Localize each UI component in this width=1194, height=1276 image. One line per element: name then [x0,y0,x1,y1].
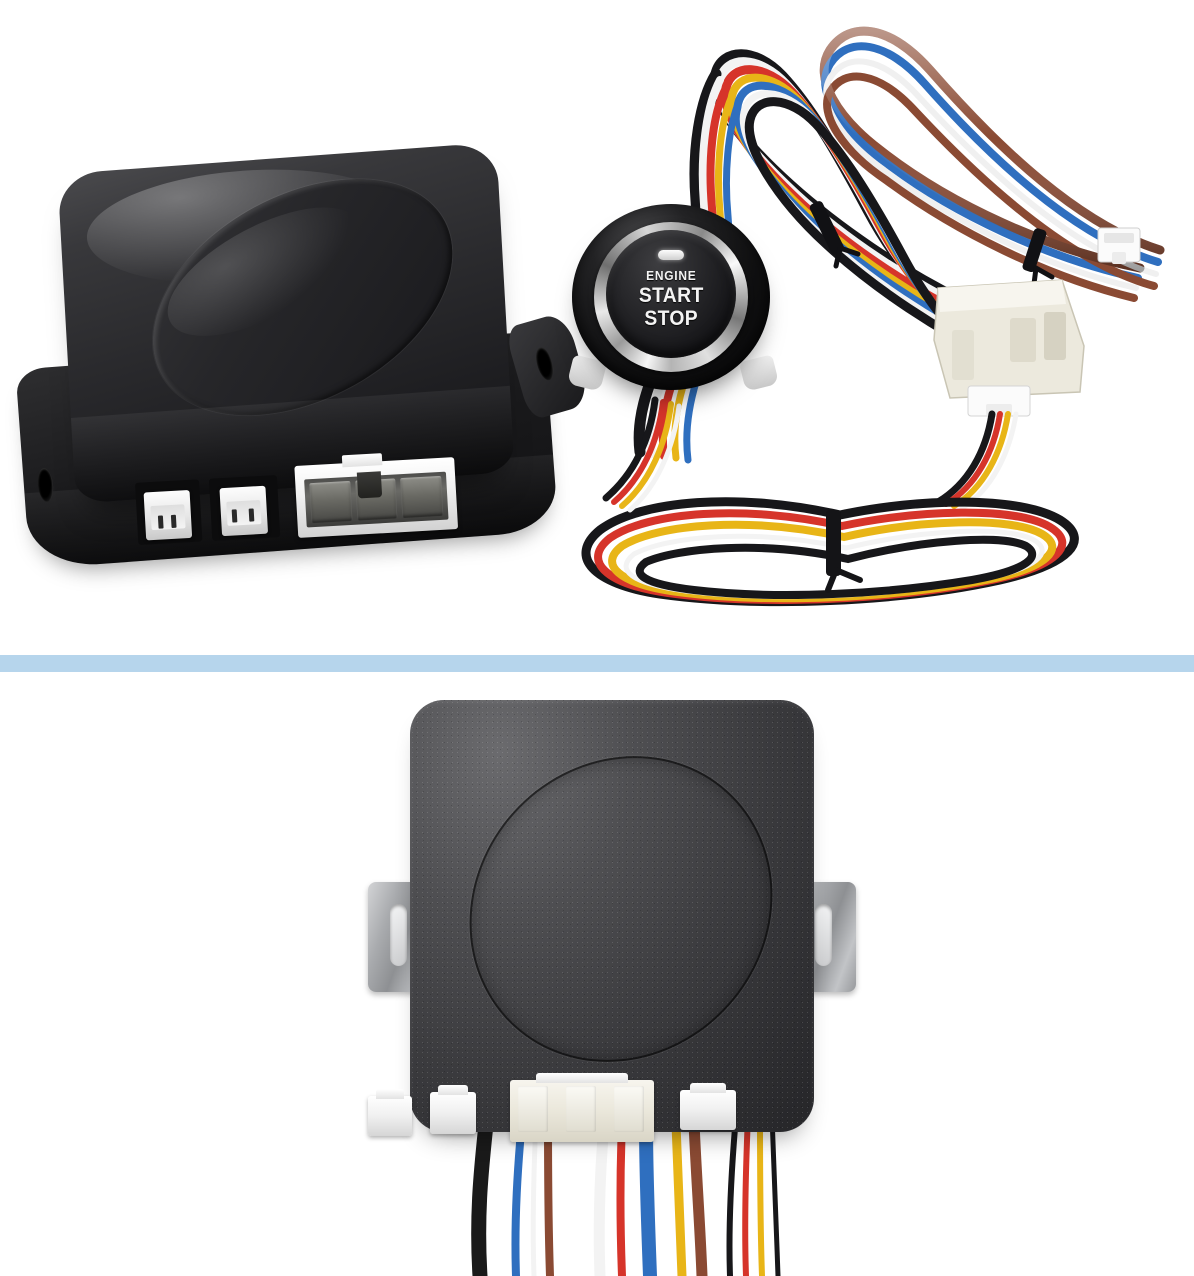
connector-main-ivory[interactable] [510,1073,654,1142]
connector-latch-icon [438,1085,468,1095]
control-module-top-view [362,692,862,1162]
module-oval-emboss [113,131,492,464]
pin-icon [231,509,238,523]
connector-ribbon[interactable] [680,1083,736,1130]
button-chrome-bezel: ENGINE START STOP [594,222,748,372]
button-label-start: START [638,284,704,308]
pin-icon [157,515,164,529]
connector-latch-icon [535,1073,629,1083]
button-outer-ring: ENGINE START STOP [572,204,770,390]
connector-latch-icon [690,1083,726,1093]
connector-ridge-icon [518,1086,548,1132]
connector-latch-icon [375,1089,405,1099]
button-clip-right [738,354,780,392]
pin-slot-icon [309,480,353,524]
button-label-engine: ENGINE [645,268,697,283]
connector-black[interactable] [368,1089,412,1136]
control-module [15,131,592,580]
port-small-2[interactable] [219,485,269,537]
module-housing-top [406,693,836,1132]
pin-icon [248,508,255,522]
mounting-hole-right [532,345,557,383]
port-large[interactable] [294,453,459,538]
bracket-slot-icon [390,904,407,966]
zip-tie-icon [1022,228,1055,287]
port-latch-notch [341,453,383,468]
pin-icon [170,514,177,528]
connector-blue-brown[interactable] [430,1085,476,1134]
port-small-1[interactable] [143,489,193,541]
port-center-tab [356,471,383,499]
button-face[interactable]: ENGINE START STOP [606,230,736,358]
module-connector-strip [134,447,459,545]
connector-ridge-icon [614,1086,644,1132]
connector-ridge-icon [566,1086,596,1132]
engine-start-stop-button[interactable]: ENGINE START STOP [566,198,780,398]
pin-slot-icon [400,475,444,519]
main-harness-connector[interactable] [933,279,1085,417]
module-detail-panel [0,672,1194,1276]
zip-tie-icon [809,201,861,269]
secondary-wiring-harness [819,26,1165,302]
button-label-stop: STOP [644,306,698,330]
zip-tie-icon [825,510,863,593]
led-indicator-icon [658,250,684,260]
kit-overview-panel: ENGINE START STOP [0,0,1194,655]
button-ribbon-harness [581,396,1079,607]
housing-texture [410,700,814,1132]
panel-divider [0,655,1194,672]
secondary-harness-connector[interactable] [1097,227,1141,264]
bracket-slot-icon [815,904,832,966]
